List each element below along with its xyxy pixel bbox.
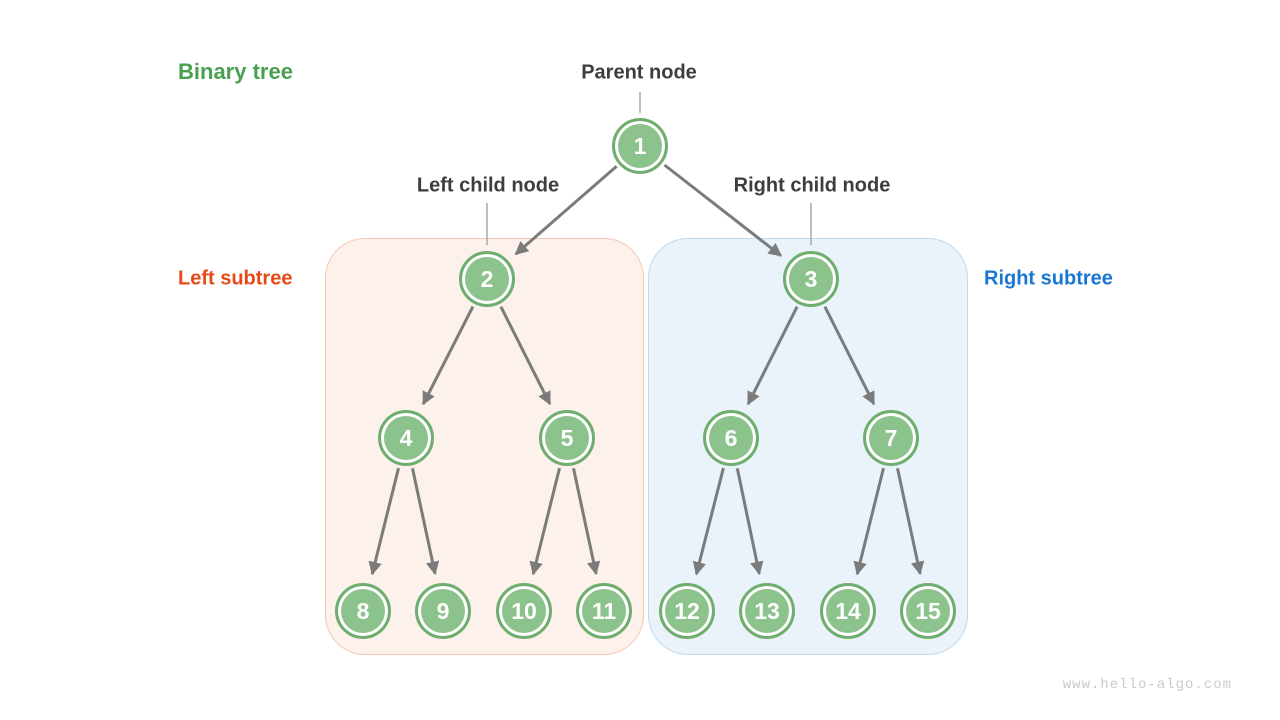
tree-node-6: 6 [703, 410, 759, 466]
tree-node-12: 12 [659, 583, 715, 639]
tree-node-8: 8 [335, 583, 391, 639]
right-subtree-label: Right subtree [984, 267, 1113, 290]
tree-node-10: 10 [496, 583, 552, 639]
tree-node-2: 2 [459, 251, 515, 307]
tree-node-15: 15 [900, 583, 956, 639]
tree-node-1: 1 [612, 118, 668, 174]
tree-node-5: 5 [539, 410, 595, 466]
parent-node-label: Parent node [581, 61, 697, 84]
left-child-node-label: Left child node [416, 174, 560, 197]
tree-node-3: 3 [783, 251, 839, 307]
left-subtree-label: Left subtree [178, 267, 293, 290]
watermark: www.hello-algo.com [1062, 677, 1232, 693]
tree-node-13: 13 [739, 583, 795, 639]
tree-node-14: 14 [820, 583, 876, 639]
tree-node-9: 9 [415, 583, 471, 639]
right-child-node-label: Right child node [733, 174, 891, 197]
binary-tree-title: Binary tree [178, 59, 293, 84]
tree-node-4: 4 [378, 410, 434, 466]
tree-node-7: 7 [863, 410, 919, 466]
tree-node-11: 11 [576, 583, 632, 639]
